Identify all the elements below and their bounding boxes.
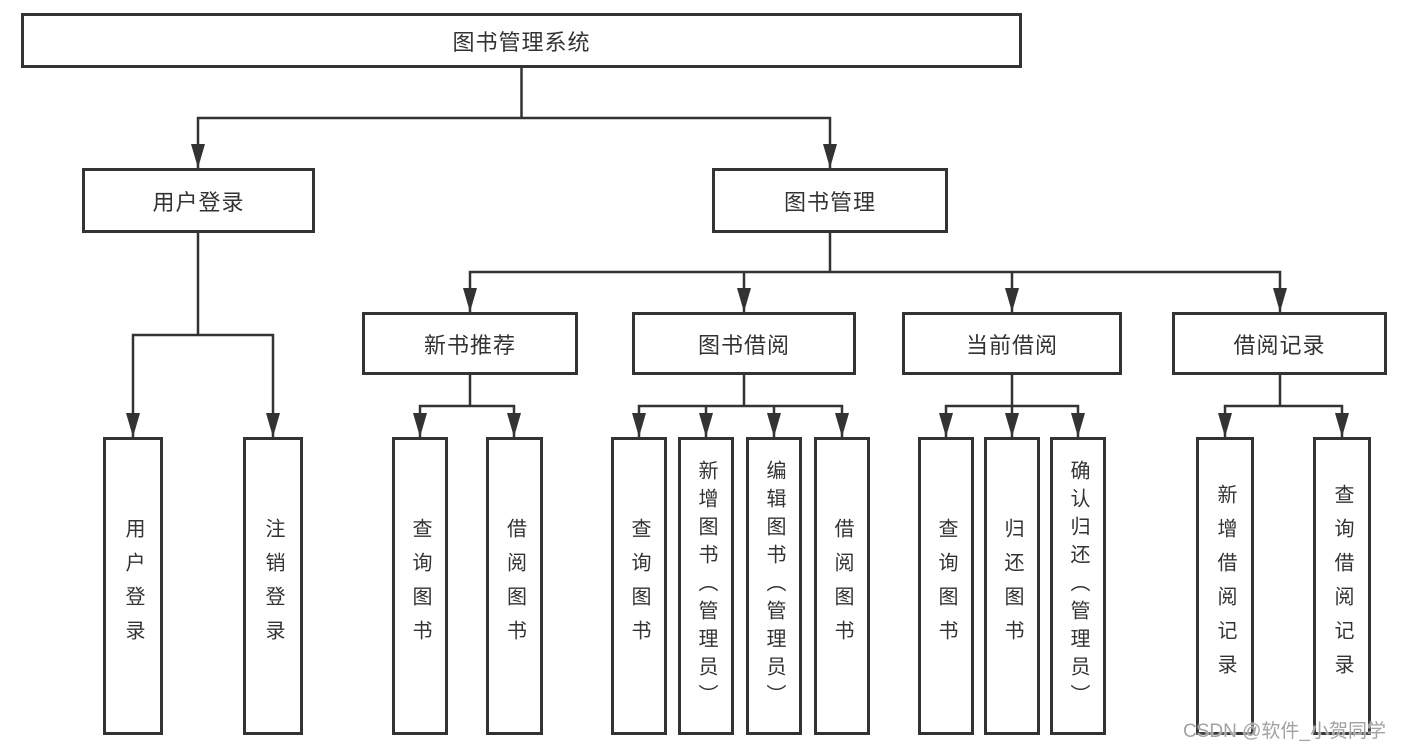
node-logout-leaf: 注销登录 xyxy=(243,437,303,735)
watermark: CSDN @软件_小贺同学 xyxy=(1183,721,1386,742)
node-add-borrow-record: 新增借阅记录 xyxy=(1196,437,1254,735)
node-query-book-2-label: 查询图书 xyxy=(628,518,650,654)
node-borrow-book-1-label: 借阅图书 xyxy=(503,518,526,654)
node-query-book-1: 查询图书 xyxy=(392,437,448,735)
node-borrow-records: 借阅记录 xyxy=(1172,312,1387,375)
node-confirm-return-admin-label: 确认归还（管理员） xyxy=(1067,460,1089,712)
node-new-book-recommend: 新书推荐 xyxy=(362,312,578,375)
node-book-borrow: 图书借阅 xyxy=(632,312,856,375)
node-user-login-label: 用户登录 xyxy=(152,189,245,215)
node-root-label: 图书管理系统 xyxy=(452,29,591,55)
node-edit-book-admin-label: 编辑图书（管理员） xyxy=(763,460,785,712)
node-query-book-3: 查询图书 xyxy=(918,437,974,735)
node-add-book-admin: 新增图书（管理员） xyxy=(678,437,734,735)
node-confirm-return-admin: 确认归还（管理员） xyxy=(1050,437,1106,735)
node-return-book: 归还图书 xyxy=(984,437,1040,735)
node-query-borrow-record: 查询借阅记录 xyxy=(1313,437,1371,735)
node-edit-book-admin: 编辑图书（管理员） xyxy=(746,437,802,735)
node-book-management-label: 图书管理 xyxy=(783,189,876,215)
node-borrow-book-2-label: 借阅图书 xyxy=(831,518,853,654)
node-query-borrow-record-label: 查询借阅记录 xyxy=(1331,484,1353,688)
node-return-book-label: 归还图书 xyxy=(1001,518,1023,654)
node-root: 图书管理系统 xyxy=(21,13,1022,68)
node-query-book-3-label: 查询图书 xyxy=(935,518,957,654)
node-user-login-leaf: 用户登录 xyxy=(103,437,163,735)
node-add-borrow-record-label: 新增借阅记录 xyxy=(1214,484,1236,688)
node-book-management: 图书管理 xyxy=(712,168,948,233)
node-logout-leaf-label: 注销登录 xyxy=(262,518,284,654)
node-query-book-1-label: 查询图书 xyxy=(409,518,431,654)
node-current-borrow: 当前借阅 xyxy=(902,312,1122,375)
arrowheads xyxy=(126,144,1349,437)
node-book-borrow-label: 图书借阅 xyxy=(697,332,790,358)
node-borrow-book-2: 借阅图书 xyxy=(814,437,870,735)
node-borrow-records-label: 借阅记录 xyxy=(1233,332,1326,358)
node-borrow-book-1: 借阅图书 xyxy=(486,437,543,735)
node-new-book-recommend-label: 新书推荐 xyxy=(423,332,516,358)
node-user-login: 用户登录 xyxy=(82,168,315,233)
node-current-borrow-label: 当前借阅 xyxy=(965,332,1058,358)
node-add-book-admin-label: 新增图书（管理员） xyxy=(695,460,717,712)
node-user-login-leaf-label: 用户登录 xyxy=(122,518,144,654)
node-query-book-2: 查询图书 xyxy=(611,437,667,735)
